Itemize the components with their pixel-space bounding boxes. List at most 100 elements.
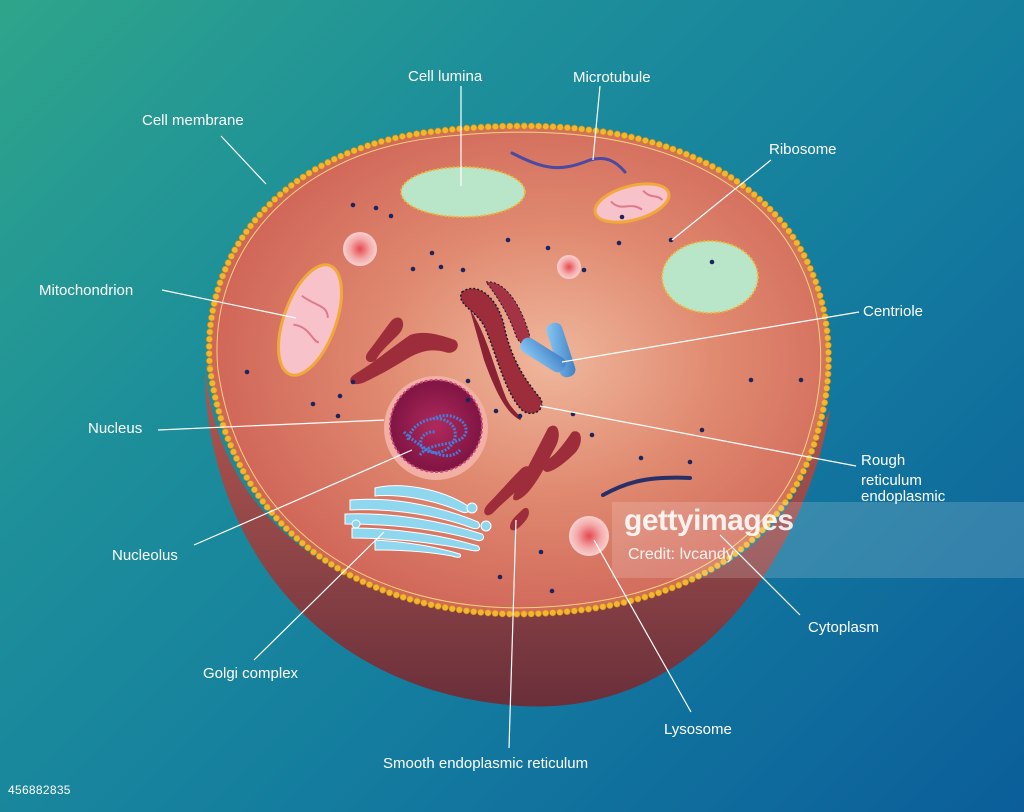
watermark-credit: Credit: lvcandy [628, 546, 734, 563]
ribosome-dot [668, 237, 674, 243]
membrane-bead [694, 572, 702, 580]
membrane-bead [238, 234, 246, 242]
membrane-bead [563, 607, 571, 615]
ribosome-dot [350, 379, 356, 385]
membrane-bead [570, 607, 578, 615]
membrane-bead [498, 610, 506, 618]
membrane-bead [585, 126, 593, 134]
membrane-bead [455, 606, 463, 614]
membrane-bead [506, 122, 514, 130]
nucleus-shape [384, 376, 488, 480]
membrane-bead [321, 556, 329, 564]
membrane-bead [789, 233, 797, 241]
membrane-bead [681, 578, 689, 586]
membrane-bead [675, 581, 683, 589]
membrane-bead [272, 514, 280, 522]
membrane-bead [210, 386, 218, 394]
vesicle [557, 255, 581, 279]
membrane-bead [207, 372, 215, 380]
membrane-bead [305, 169, 313, 177]
membrane-bead [750, 191, 758, 199]
label-golgi: Golgi complex [203, 665, 299, 682]
membrane-bead [251, 216, 259, 224]
membrane-bead [513, 122, 521, 130]
membrane-bead [818, 298, 826, 306]
membrane-bead [205, 335, 213, 343]
membrane-bead [655, 141, 663, 149]
membrane-bead [688, 575, 696, 583]
membrane-bead [219, 272, 227, 280]
membrane-bead [261, 206, 269, 214]
membrane-bead [785, 492, 793, 500]
membrane-bead [824, 348, 832, 356]
membrane-bead [304, 544, 312, 552]
membrane-bead [298, 539, 306, 547]
membrane-bead [463, 124, 471, 132]
membrane-bead [370, 140, 378, 148]
membrane-bead [506, 610, 514, 618]
membrane-bead [810, 440, 818, 448]
membrane-bead [208, 314, 216, 322]
membrane-bead [350, 147, 358, 155]
membrane-bead [212, 293, 220, 301]
membrane-bead [287, 182, 295, 190]
membrane-bead [542, 609, 550, 617]
membrane-bead [377, 138, 385, 146]
membrane-bead [721, 170, 729, 178]
membrane-bead [641, 137, 649, 145]
ribosome-dot [589, 432, 595, 438]
membrane-bead [276, 191, 284, 199]
membrane-bead [346, 571, 354, 579]
membrane-bead [570, 124, 578, 132]
label-smooth-er: Smooth endoplasmic reticulum [383, 755, 588, 772]
ribosome-dot [410, 266, 416, 272]
membrane-bead [227, 252, 235, 260]
membrane-bead [520, 122, 528, 130]
membrane-bead [620, 132, 628, 140]
membrane-bead [725, 554, 733, 562]
membrane-bead [814, 427, 822, 435]
membrane-bead [766, 205, 774, 213]
membrane-bead [816, 420, 824, 428]
membrane-bead [761, 200, 769, 208]
label-nucleus: Nucleus [88, 420, 142, 437]
membrane-bead [520, 610, 528, 618]
ribosome-dot [505, 237, 511, 243]
ribosome-dot [373, 205, 379, 211]
membrane-bead [372, 583, 380, 591]
membrane-bead [330, 155, 338, 163]
membrane-bead [599, 603, 607, 611]
membrane-bead [824, 356, 832, 364]
membrane-bead [470, 608, 478, 616]
membrane-bead [282, 524, 290, 532]
label-ribosome: Ribosome [769, 141, 837, 158]
membrane-bead [242, 228, 250, 236]
ribosome-dot [581, 267, 587, 273]
membrane-bead [311, 165, 319, 173]
ribosome-dot [538, 549, 544, 555]
ribosome-dot [497, 574, 503, 580]
membrane-bead [364, 142, 372, 150]
ribosome-dot [335, 413, 341, 419]
membrane-bead [763, 521, 771, 529]
membrane-bead [527, 610, 535, 618]
membrane-bead [357, 144, 365, 152]
membrane-bead [819, 406, 827, 414]
membrane-bead [777, 504, 785, 512]
membrane-bead [809, 271, 817, 279]
membrane-inner-line [216, 131, 822, 609]
vacuole [661, 240, 759, 314]
label-microtubule: Microtubule [573, 69, 651, 86]
membrane-bead [293, 177, 301, 185]
membrane-bead [448, 126, 456, 134]
smooth-er-shape [484, 425, 581, 531]
membrane-bead [247, 222, 255, 230]
membrane-bead [441, 126, 449, 134]
membrane-bead [251, 486, 259, 494]
membrane-bead [391, 134, 399, 142]
nucleolus-shape [402, 414, 468, 458]
membrane-bead [793, 239, 801, 247]
lysosome-shape [569, 516, 609, 556]
membrane-bead [234, 240, 242, 248]
membrane-bead [823, 384, 831, 392]
